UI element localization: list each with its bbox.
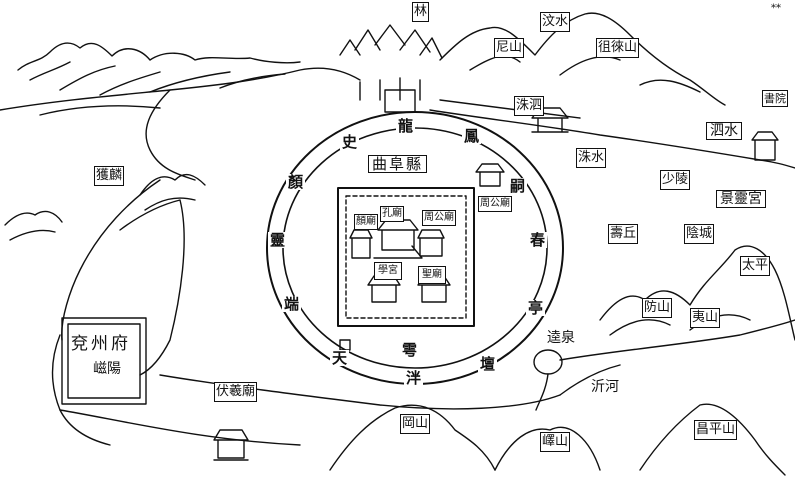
- ring-char-9: 天: [330, 349, 350, 367]
- ring-char-7: 雩: [400, 341, 420, 359]
- label-zhu-si: 洙泗: [514, 96, 545, 116]
- ring-char-3: 嗣: [508, 177, 528, 195]
- ring-char-12: 顏: [286, 173, 306, 191]
- label-gang-shan: 岡山: [400, 414, 431, 434]
- road-south-2: [59, 409, 301, 446]
- label-fu-gu: 防山: [642, 298, 673, 318]
- mountains-northwest: [17, 42, 301, 71]
- city-wall: [337, 187, 475, 327]
- shrine-east: [751, 131, 779, 161]
- road-west-curve: [145, 89, 196, 181]
- ring-char-8: 泮: [404, 369, 424, 387]
- label-zhu-river: 洙水: [576, 148, 607, 168]
- shrine-north: [475, 163, 505, 187]
- river-north-2: [439, 99, 581, 119]
- label-lin: 林: [412, 2, 430, 22]
- mountains-northeast: [439, 12, 726, 106]
- ring-char-13: 史: [340, 133, 360, 151]
- label-wen-river: 汶水: [540, 12, 571, 32]
- prefecture-sub: 嵫陽: [93, 361, 121, 377]
- mountains-south-2: [494, 426, 601, 471]
- label-tai-ping: 太平: [740, 256, 771, 276]
- ring-char-5: 亭: [526, 299, 546, 317]
- road-north: [0, 67, 361, 111]
- road-northwest: [39, 105, 161, 116]
- label-yin-cheng: 陰城: [684, 224, 715, 244]
- west-gate: [339, 339, 351, 351]
- mountains-southeast: [639, 403, 786, 476]
- ring-char-11: 靈: [268, 231, 288, 249]
- river-south: [559, 364, 621, 396]
- label-yi-river: 沂河: [591, 379, 619, 395]
- river-north: [429, 109, 795, 169]
- label-si-river: 泗水: [706, 122, 742, 140]
- label-spring: 逵泉: [547, 330, 575, 346]
- label-west-gate: 獲麟: [94, 166, 125, 186]
- inner-label-5: 聖廟: [418, 266, 446, 284]
- shrine-fuxi: [213, 429, 249, 461]
- mountains-west: [4, 210, 63, 241]
- road-west-lower: [119, 199, 185, 376]
- ring-char-2: 鳳: [462, 127, 482, 145]
- ring-char-6: 壇: [478, 355, 498, 373]
- mountains-south: [329, 404, 496, 471]
- temple-5: [349, 229, 373, 259]
- label-hou-shan: 嶧山: [540, 432, 571, 452]
- label-ni-shan: 尼山: [494, 38, 525, 58]
- road-southwest: [61, 179, 161, 341]
- label-chang-ping: 昌平山: [694, 420, 738, 440]
- label-ji-tu: 景靈宮: [716, 190, 766, 208]
- inner-label-1: 孔廟: [380, 206, 404, 222]
- label-east-hill: 書院: [762, 90, 788, 107]
- label-shou-qiu: 壽丘: [608, 224, 639, 244]
- inner-label-3: 顏廟: [354, 214, 378, 230]
- prefecture-wall: [61, 317, 147, 405]
- label-yi-shan: 夷山: [690, 308, 721, 328]
- ring-char-10: 端: [282, 295, 302, 313]
- label-shao-ling: 少陵: [660, 170, 691, 190]
- label-fu-xi: 伏羲廟: [214, 382, 258, 402]
- inner-label-2: 周公廟: [422, 210, 456, 226]
- ring-char-4: 春: [528, 231, 548, 249]
- mountains-west-ridge: [139, 173, 206, 211]
- corner-mark: **: [771, 3, 781, 14]
- road-sw-loop: [51, 334, 111, 446]
- label-cu-lai: 徂徠山: [596, 38, 640, 58]
- inner-label-6: 周公廟: [478, 196, 512, 212]
- forest-lin: [339, 24, 443, 101]
- prefecture-label: 兗州府: [71, 334, 131, 354]
- road-east: [559, 319, 795, 361]
- temple-4: [417, 229, 445, 257]
- county-title: 曲阜縣: [368, 155, 428, 173]
- inner-label-4: 學宮: [374, 262, 402, 280]
- spring-mound: [533, 349, 563, 375]
- ring-char-1: 龍: [396, 117, 416, 135]
- main-temple: [373, 219, 423, 259]
